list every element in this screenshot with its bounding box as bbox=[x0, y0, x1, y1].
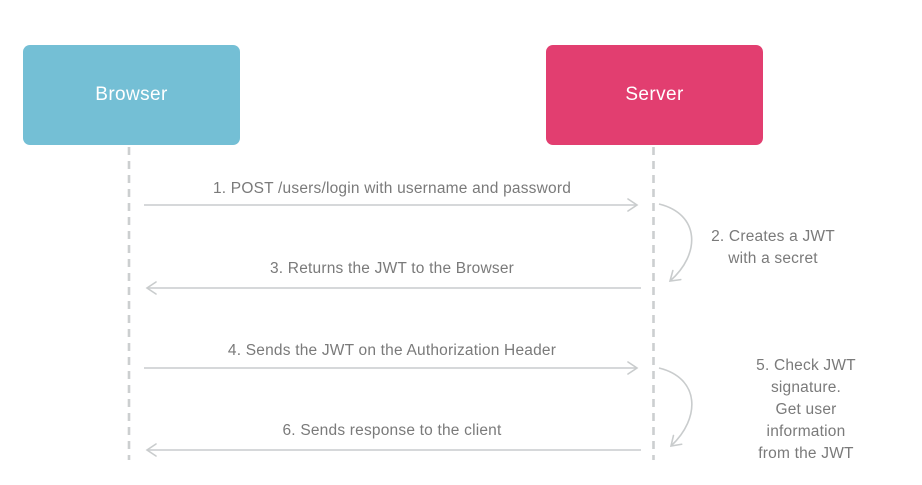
message-5-self-loop-arrow-icon bbox=[658, 367, 693, 447]
message-4-label: 4. Sends the JWT on the Authorization He… bbox=[227, 342, 557, 359]
message-6-label: 6. Sends response to the client bbox=[282, 422, 502, 439]
message-2-label: 2. Creates a JWT with a secret bbox=[711, 228, 835, 267]
message-5-label: 5. Check JWT signature. Get user informa… bbox=[756, 357, 856, 462]
browser-actor-label: Browser bbox=[95, 84, 168, 105]
message-3-label: 3. Returns the JWT to the Browser bbox=[269, 260, 515, 277]
browser-actor-box: Browser bbox=[23, 45, 240, 145]
message-1-label: 1. POST /users/login with username and p… bbox=[212, 180, 572, 197]
server-actor-label: Server bbox=[625, 84, 684, 105]
server-actor-box: Server bbox=[546, 45, 763, 145]
message-2-self-loop-arrow-icon bbox=[658, 203, 693, 282]
